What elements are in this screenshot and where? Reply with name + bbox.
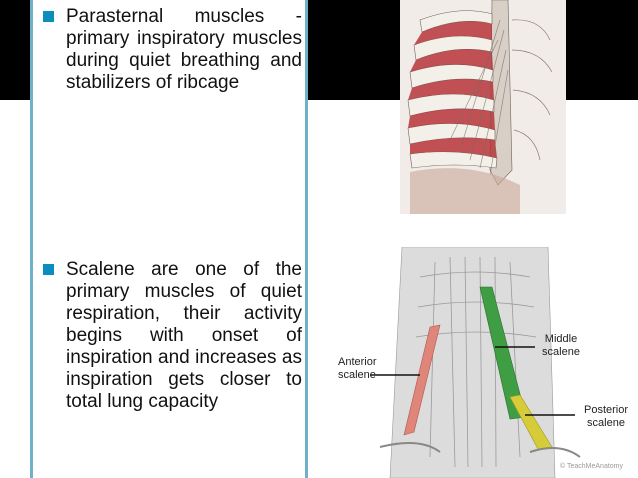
bullet-text: Scalene are one of the primary muscles o… (66, 259, 302, 412)
neck-drawing (370, 247, 581, 478)
label-posterior-scalene: Posterior scalene (583, 404, 629, 429)
ribcage-illustration (400, 0, 566, 214)
square-bullet-icon (43, 264, 54, 275)
bullet-text: Parasternal muscles - primary inspirator… (66, 6, 302, 93)
watermark-text: © TeachMeAnatomy (560, 463, 624, 470)
label-anterior-scalene: Anterior scalene (338, 356, 377, 381)
ribcage-drawing (400, 0, 566, 214)
scalene-illustration (330, 247, 638, 478)
square-bullet-icon (43, 11, 54, 22)
bullet-scalene: Scalene are one of the primary muscles o… (40, 259, 302, 413)
text-panel (30, 0, 308, 478)
bullet-parasternal: Parasternal muscles - primary inspirator… (40, 6, 302, 94)
label-middle-scalene: Middle scalene (542, 333, 580, 358)
